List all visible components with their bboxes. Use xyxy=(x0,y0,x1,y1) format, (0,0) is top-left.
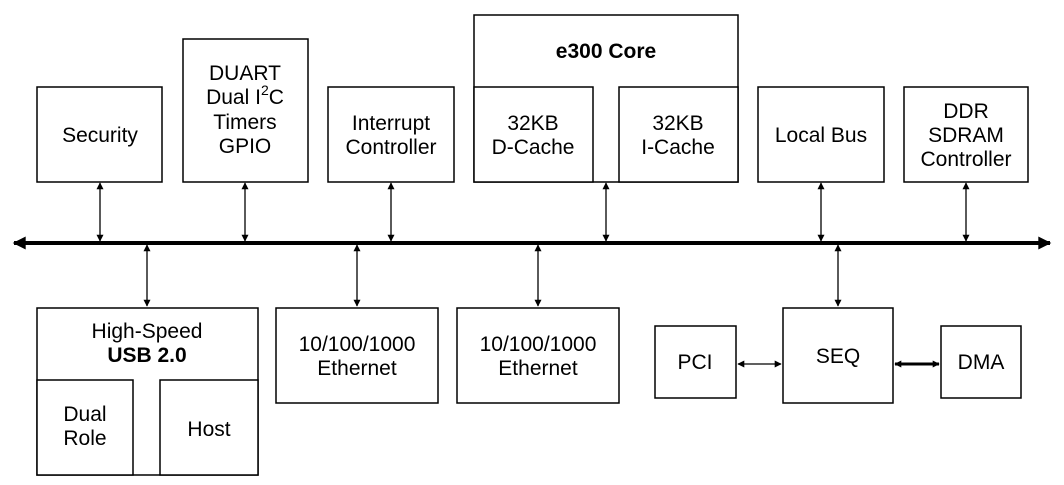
ddr-label: DDR xyxy=(943,100,989,123)
ddr-controller-block: DDR SDRAM Controller xyxy=(903,86,1029,183)
gpio-label: GPIO xyxy=(219,135,272,158)
local-bus-block: Local Bus xyxy=(757,86,885,183)
dma-block: DMA xyxy=(940,325,1022,399)
duart-block: DUART Dual I2C Timers GPIO xyxy=(182,38,309,183)
ethernet-2-block: 10/100/1000 Ethernet xyxy=(456,307,620,404)
usb-title: USB 2.0 xyxy=(107,344,186,367)
d-cache-size-label: 32KB xyxy=(507,112,558,135)
security-block: Security xyxy=(36,86,163,183)
i-cache-block: 32KB I-Cache xyxy=(618,86,739,183)
i-cache-size-label: 32KB xyxy=(652,112,703,135)
role-label: Role xyxy=(63,427,106,450)
duart-label: DUART xyxy=(209,62,281,85)
security-label: Security xyxy=(62,124,138,147)
seq-label: SEQ xyxy=(816,345,860,368)
host-block: Host xyxy=(159,379,259,476)
timers-label: Timers xyxy=(213,111,276,134)
dma-label: DMA xyxy=(958,351,1005,374)
pci-block: PCI xyxy=(654,325,737,399)
d-cache-block: 32KB D-Cache xyxy=(473,86,594,183)
d-cache-label: D-Cache xyxy=(492,136,575,159)
sdram-label: SDRAM xyxy=(928,124,1004,147)
dual-label: Dual xyxy=(63,403,106,426)
interrupt-label: Interrupt xyxy=(352,112,430,135)
pci-label: PCI xyxy=(677,351,712,374)
dual-i2c-label: Dual I2C xyxy=(206,82,284,109)
ethernet-2-label: Ethernet xyxy=(498,357,578,380)
ethernet-1-speed-label: 10/100/1000 xyxy=(299,333,416,356)
dual-role-block: Dual Role xyxy=(36,379,134,476)
seq-block: SEQ xyxy=(782,307,894,404)
usb-speed-label: High-Speed xyxy=(92,320,203,343)
interrupt-controller-block: Interrupt Controller xyxy=(327,86,455,183)
ethernet-1-label: Ethernet xyxy=(317,357,397,380)
ddr-controller-label: Controller xyxy=(920,148,1011,171)
host-label: Host xyxy=(187,418,230,441)
controller-label: Controller xyxy=(345,136,436,159)
ethernet-2-speed-label: 10/100/1000 xyxy=(480,333,597,356)
local-bus-label: Local Bus xyxy=(775,124,867,147)
ethernet-1-block: 10/100/1000 Ethernet xyxy=(275,307,439,404)
core-title: e300 Core xyxy=(556,40,656,63)
i-cache-label: I-Cache xyxy=(641,136,715,159)
